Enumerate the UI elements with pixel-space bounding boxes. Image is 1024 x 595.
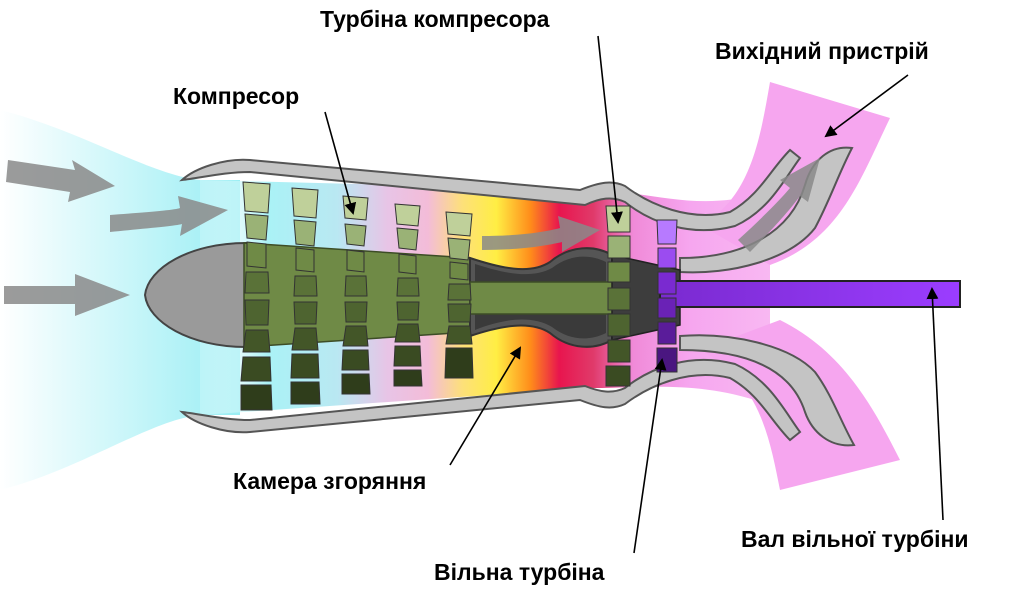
label-free-turbine: Вільна турбіна — [434, 559, 605, 585]
exhaust-plume-lower — [700, 320, 900, 490]
exhaust-arrow — [738, 158, 820, 252]
label-compressor: Компресор — [173, 83, 300, 109]
compressor-stage-3 — [341, 195, 371, 395]
core-shaft — [469, 281, 616, 315]
intake-arrow-bottom — [4, 274, 130, 316]
leader-exhaust — [824, 74, 909, 138]
leader-free-turbine — [633, 358, 667, 554]
leader-compressor-turbine — [597, 35, 623, 224]
label-combustion-chamber: Камера згоряння — [233, 468, 427, 494]
leader-shaft — [926, 287, 944, 521]
flow-arrows — [4, 158, 820, 316]
label-compressor-turbine: Турбіна компресора — [320, 6, 550, 32]
leader-compressor — [324, 111, 357, 215]
compressor-stage-2 — [290, 187, 321, 405]
intake-arrow-middle — [110, 196, 228, 236]
spinner-nose — [143, 241, 247, 349]
compressor-stage-1 — [240, 181, 273, 411]
intake-arrow-top — [6, 160, 115, 202]
label-exhaust-device: Вихідний пристрій — [715, 38, 929, 64]
combustion-arrow — [482, 216, 600, 252]
compressor-stage-5 — [444, 211, 474, 379]
exhaust-duct-lower — [679, 334, 856, 447]
compressor-stage-4 — [393, 203, 423, 387]
outer-casing-lower — [179, 358, 802, 442]
leader-combustion — [449, 346, 522, 466]
label-leader-lines — [324, 35, 944, 554]
label-free-turbine-shaft: Вал вільної турбіни — [741, 526, 969, 552]
compressor-blades — [240, 181, 474, 411]
outer-casing-upper — [179, 148, 802, 232]
free-turbine-shaft — [659, 280, 961, 308]
